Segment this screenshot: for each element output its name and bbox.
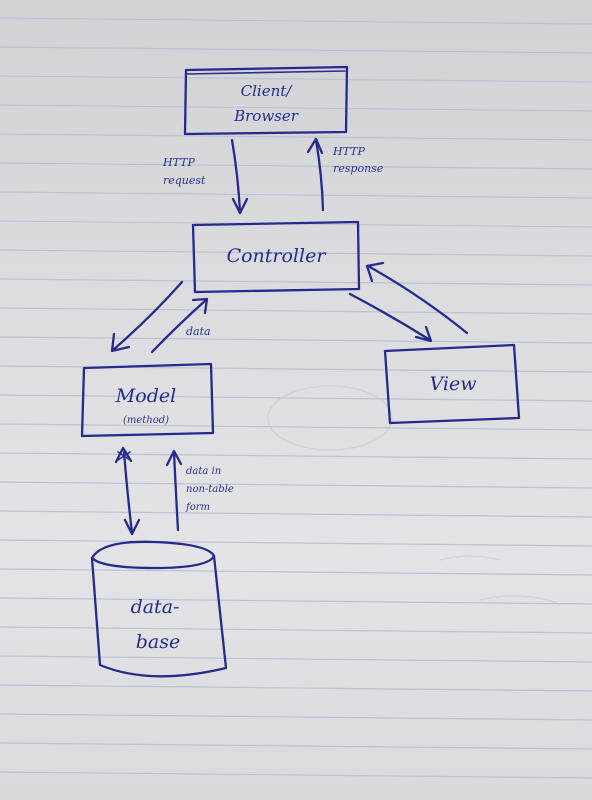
ruled-line <box>0 452 592 460</box>
model-box <box>80 362 215 438</box>
controller-label: Controller <box>227 245 328 267</box>
ruled-line <box>0 191 592 199</box>
database-cylinder-body <box>90 554 228 678</box>
ruled-line <box>0 17 592 25</box>
view-box <box>383 343 521 425</box>
view-node: View <box>383 343 521 425</box>
http-request-label-1: HTTP <box>162 156 195 169</box>
database-label-2: base <box>136 631 181 653</box>
database-cylinder-top <box>90 540 216 570</box>
ruled-line <box>0 539 592 547</box>
http-response-label-2: response <box>333 162 384 175</box>
database-label-1: data- <box>131 596 180 618</box>
ruled-line <box>0 423 592 431</box>
ruled-line <box>0 771 592 779</box>
client-browser-node: Client/ Browser <box>183 65 349 136</box>
ruled-lines <box>0 17 592 779</box>
ruled-line <box>0 742 592 750</box>
controller-to-model-arrow <box>110 280 184 353</box>
ruled-line <box>0 75 592 83</box>
non-table-label-3: form <box>185 502 210 513</box>
ruled-line <box>0 307 592 315</box>
controller-box <box>191 220 361 294</box>
client-label: Client/ <box>241 82 294 100</box>
model-database-double-arrow <box>114 446 141 536</box>
ruled-line <box>0 133 592 141</box>
ruled-line <box>0 684 592 692</box>
model-label: Model <box>115 385 176 407</box>
model-to-controller-arrow: data <box>150 297 211 354</box>
ruled-line <box>0 713 592 721</box>
http-request-arrow: HTTP request <box>162 138 249 215</box>
ruled-line <box>0 394 592 402</box>
ruled-line <box>0 336 592 344</box>
client-browser-box <box>183 65 349 136</box>
ruled-line <box>0 278 592 286</box>
controller-node: Controller <box>191 220 361 294</box>
ruled-line <box>0 481 592 489</box>
non-table-label-1: data in <box>186 466 221 477</box>
ruled-line <box>0 104 592 112</box>
data-label: data <box>186 325 211 338</box>
ruled-line <box>0 655 592 663</box>
model-node: Model (method) <box>80 362 215 438</box>
view-to-controller-arrow <box>365 261 469 335</box>
bleed-through-marks <box>267 385 561 605</box>
browser-label: Browser <box>233 107 299 125</box>
view-label: View <box>430 373 477 395</box>
ruled-line <box>0 249 592 257</box>
http-request-label-2: request <box>163 174 206 187</box>
non-table-label-2: non-table <box>186 484 234 495</box>
model-sub-label: (method) <box>123 415 169 426</box>
http-response-label-1: HTTP <box>332 145 365 158</box>
ruled-line <box>0 46 592 54</box>
database-to-model-arrow: data in non-table form <box>165 449 234 532</box>
controller-to-view-arrow <box>348 292 433 343</box>
ruled-line <box>0 626 592 634</box>
ruled-line <box>0 597 592 605</box>
database-node: data- base <box>90 540 228 678</box>
ruled-line <box>0 510 592 518</box>
ruled-line <box>0 568 592 576</box>
http-response-arrow: HTTP response <box>306 137 384 212</box>
ruled-line <box>0 162 592 170</box>
